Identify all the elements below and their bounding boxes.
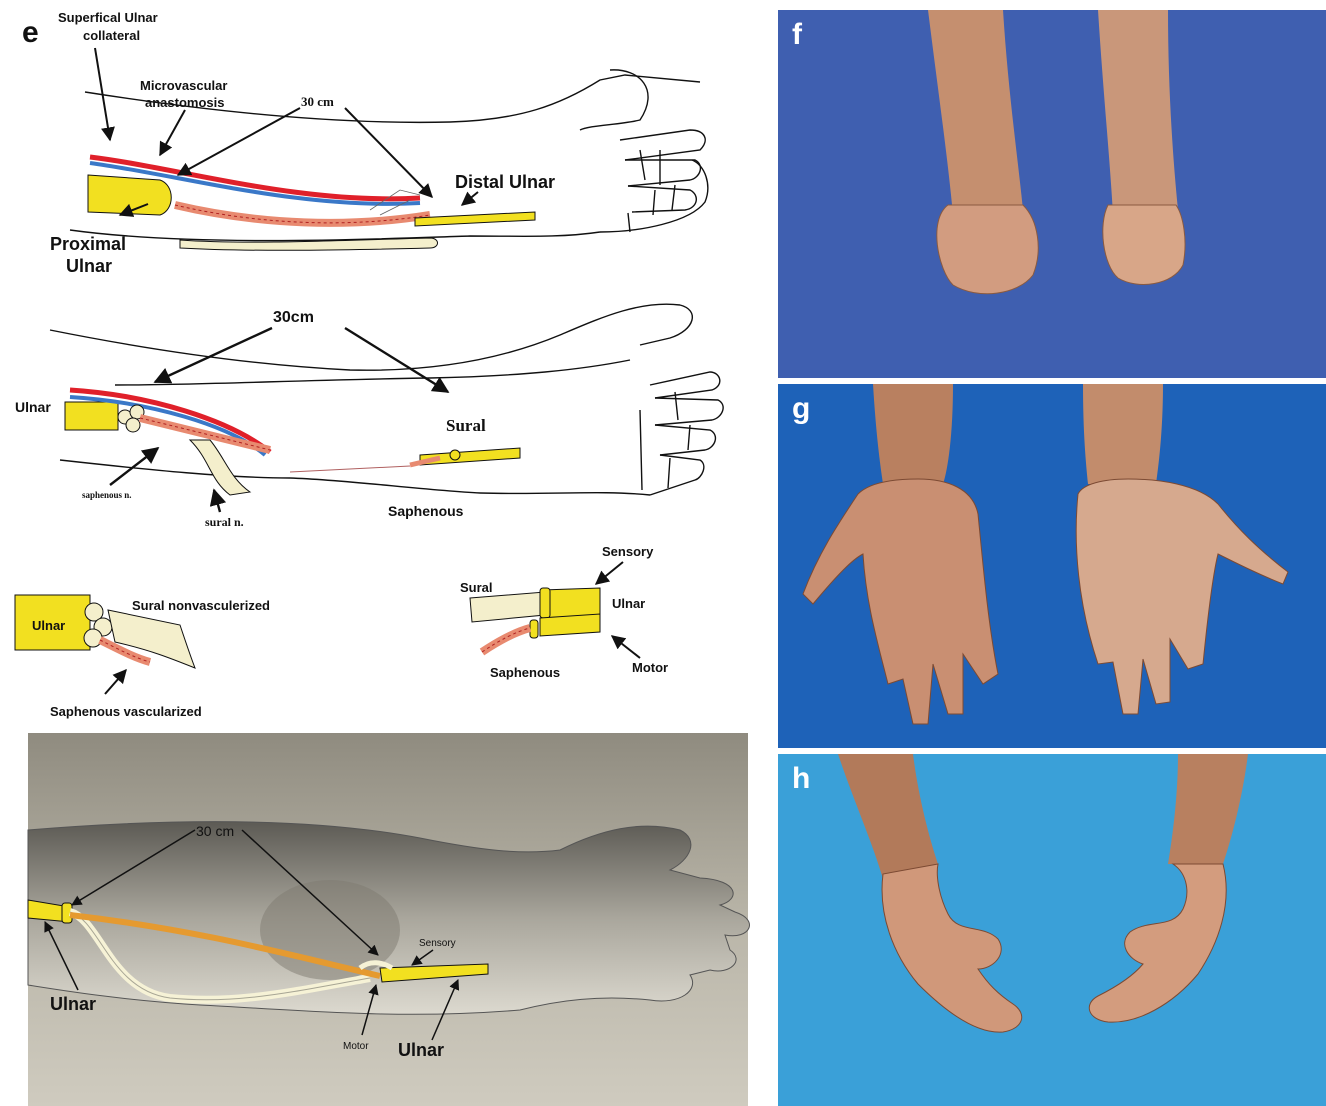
middle-sural-label: Sural (446, 416, 486, 435)
photo-motor-label: Motor (343, 1041, 369, 1052)
photo-ulnar-right-label: Ulnar (398, 1040, 444, 1060)
distal-ulnar-label: Distal Ulnar (455, 172, 555, 192)
forearm-photo: 30 cm Sensory Ulnar Motor Ulnar (28, 733, 749, 1106)
photo-ulnar-left-label: Ulnar (50, 994, 96, 1014)
panel-g-image (778, 384, 1326, 748)
superficial-ulnar-collateral-label-2: collateral (83, 28, 140, 43)
microvascular-anastomosis-label-2: anastomosis (145, 95, 224, 110)
detail-left-graft: Ulnar Sural nonvasculerized Saphenous va… (15, 595, 270, 719)
middle-nerve-graft (65, 390, 520, 495)
panel-g-letter: g (792, 392, 810, 426)
detail-right-motor-label: Motor (632, 660, 668, 675)
photo-sensory-label: Sensory (419, 938, 456, 949)
detail-right-ulnar-label: Ulnar (612, 596, 645, 611)
photo-30cm-label: 30 cm (196, 823, 234, 839)
detail-left-ulnar-label: Ulnar (32, 618, 65, 633)
sural-nonvascularized-label: Sural nonvasculerized (132, 598, 270, 613)
superficial-ulnar-collateral-label-1: Superfical Ulnar (58, 10, 158, 25)
panel-f-photo: f (778, 10, 1326, 378)
panel-f-letter: f (792, 18, 802, 52)
middle-30cm-label: 30cm (273, 309, 314, 326)
detail-right-saphenous-label: Saphenous (490, 665, 560, 680)
panel-h-letter: h (792, 762, 810, 796)
detail-right-sural-label: Sural (460, 580, 493, 595)
panel-f-image (778, 10, 1326, 378)
detail-right-graft: Sensory Sural Ulnar Motor Saphenous (460, 544, 668, 680)
top-30cm-label: 30 cm (301, 94, 334, 109)
saphenous-vascularized-label: Saphenous vascularized (50, 704, 202, 719)
middle-saphenous-label: Saphenous (388, 503, 464, 519)
detail-right-sensory-label: Sensory (602, 544, 654, 559)
sural-n-label: sural n. (205, 515, 244, 529)
proximal-ulnar-label-2: Ulnar (66, 256, 112, 276)
panel-g-photo: g (778, 384, 1326, 748)
panel-h-image (778, 754, 1326, 1106)
panel-h-photo: h (778, 754, 1326, 1106)
panel-e-letter: e (22, 16, 39, 49)
panel-e-diagram: e Superfical Ulnar collateral Microvascu… (0, 0, 770, 1106)
middle-ulnar-label: Ulnar (15, 399, 51, 415)
proximal-ulnar-label-1: Proximal (50, 234, 126, 254)
saphenous-n-label: saphenous n. (82, 490, 132, 500)
microvascular-anastomosis-label-1: Microvascular (140, 78, 227, 93)
